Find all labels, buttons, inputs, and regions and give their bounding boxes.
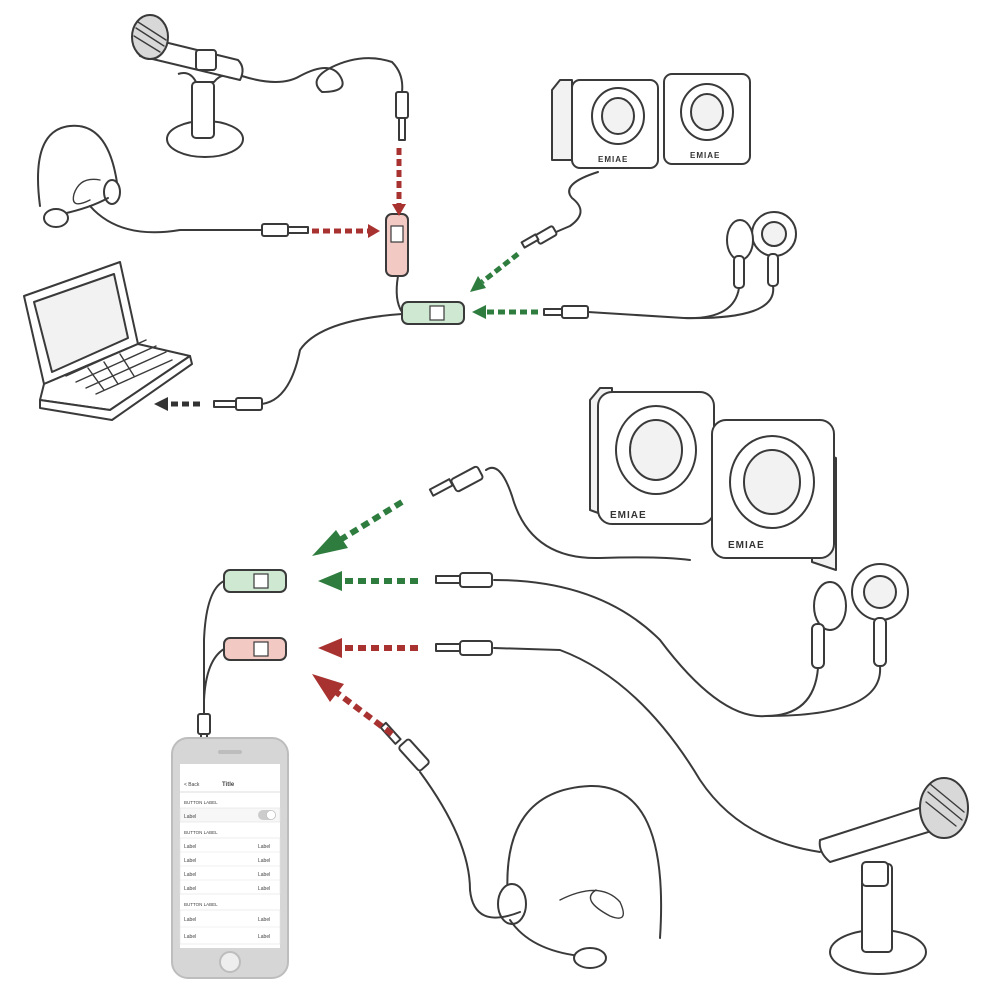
headset-top-plug: [261, 223, 309, 237]
phone-row-value: Label: [258, 844, 270, 850]
mic-top-plug: [395, 91, 409, 141]
speaker-brand-label: EMIAE: [610, 510, 647, 521]
phone-row-label: Label: [184, 858, 196, 864]
splitter-green-top: [401, 301, 465, 325]
headset-top-icon: [37, 124, 121, 228]
phone-header-title: Title: [222, 782, 235, 788]
splitter-red-top: [385, 213, 409, 277]
phone-row-label: Label: [184, 917, 196, 923]
arrow-mic-to-splitter-bottom: [318, 638, 418, 658]
phone-section-label: BUTTON LABEL: [184, 830, 218, 835]
phone-list-rows-1: Label Label Label Label Label Label Labe…: [179, 837, 281, 895]
arrow-headset-to-splitter-bottom: [312, 674, 394, 737]
splitter-red-bottom: [223, 637, 287, 661]
laptop-plug: [213, 397, 263, 411]
phone-section-label: BUTTON LABEL: [184, 902, 218, 907]
speakers-top-icon: EMIAE EMIAE: [551, 73, 751, 169]
phone-row-value: Label: [258, 934, 270, 940]
arrow-splitter-to-speakers-top: [470, 252, 520, 292]
phone-row-label: Label: [184, 872, 196, 878]
arrow-to-laptop: [154, 397, 200, 411]
earphones-bottom-icon: [811, 563, 909, 669]
phone-section-label: BUTTON LABEL: [184, 800, 218, 805]
mic-bottom-plug: [435, 640, 493, 656]
arrow-splitter-to-speakers-bottom: [312, 499, 404, 556]
phone-row-label: Label: [184, 814, 196, 820]
laptop-icon: [23, 261, 193, 421]
arrow-splitter-to-earphones-bottom: [318, 571, 418, 591]
phone-row-label: Label: [184, 886, 196, 892]
speakers-bottom-plug: [428, 465, 484, 497]
phone-list-rows-2: Label Label Label Label: [179, 909, 281, 945]
earphones-top-plug: [543, 305, 589, 319]
arrow-splitter-to-earphones-top: [472, 305, 538, 319]
speaker-brand-label: EMIAE: [728, 540, 765, 551]
speaker-brand-label: EMIAE: [598, 155, 628, 164]
splitter-green-bottom: [223, 569, 287, 593]
phone-screen: < Back Title BUTTON LABEL Label BUTTON L…: [179, 782, 281, 945]
phone-row-label: Label: [184, 934, 196, 940]
speaker-brand-label: EMIAE: [690, 151, 720, 160]
speakers-top-plug: [520, 225, 558, 249]
headset-bottom-icon: [497, 784, 663, 969]
microphone-bottom-icon: [818, 777, 969, 975]
speakers-bottom-icon: EMIAE EMIAE: [589, 387, 837, 571]
phone-row-value: Label: [258, 872, 270, 878]
arrow-mic-to-splitter-top: [392, 148, 406, 216]
phone-row-value: Label: [258, 886, 270, 892]
earphones-top-icon: [726, 211, 797, 289]
phone-row-value: Label: [258, 917, 270, 923]
phone-row-label: Label: [184, 844, 196, 850]
arrow-headset-to-splitter-top: [312, 224, 380, 238]
earphones-bottom-plug: [435, 572, 493, 588]
microphone-top-icon: [131, 14, 244, 158]
phone-back-label: < Back: [184, 782, 200, 788]
phone-row-value: Label: [258, 858, 270, 864]
